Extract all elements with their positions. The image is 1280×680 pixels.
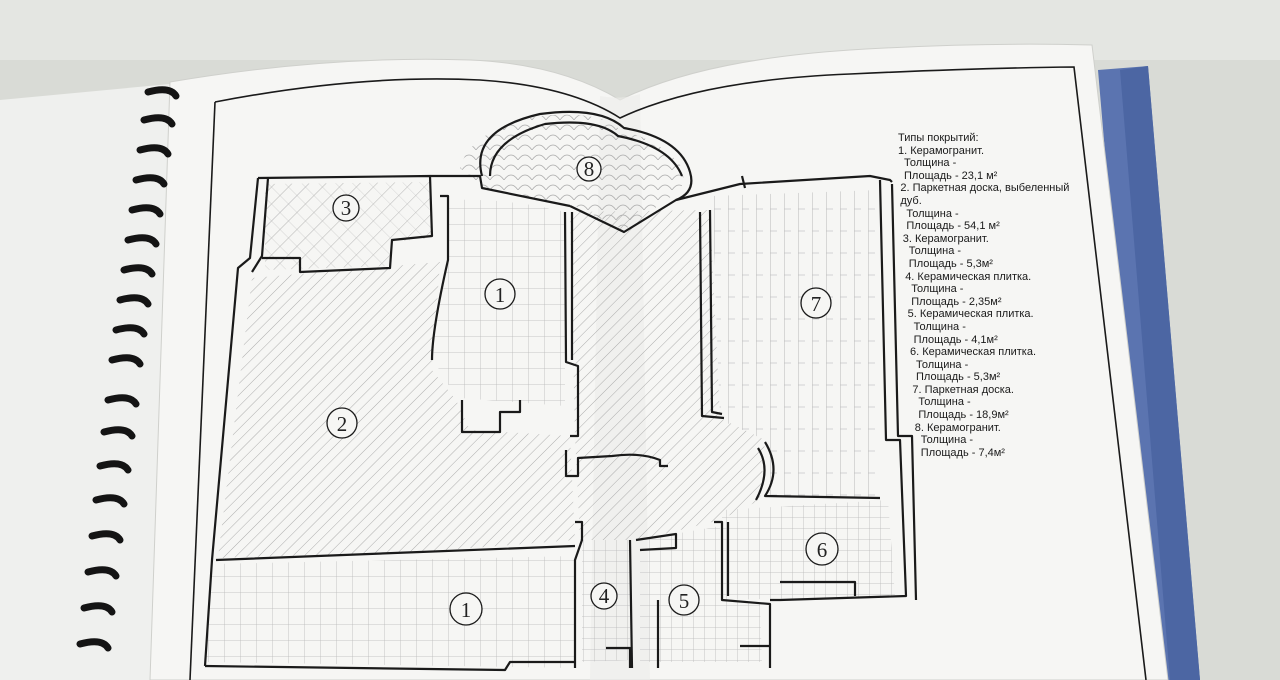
legend-item-thickness: Толщина - bbox=[908, 245, 962, 258]
legend-item: 2. Паркетная доска, выбеленный дуб.Толщи… bbox=[900, 182, 1128, 232]
legend-item-name: 8. Керамогранит. bbox=[914, 421, 1001, 434]
legend-item-name: 1. Керамогранит. bbox=[898, 144, 985, 157]
legend-item-area: Площадь - 18,9м² bbox=[918, 409, 1009, 422]
legend-item-thickness: Толщина - bbox=[918, 396, 971, 409]
svg-text:3: 3 bbox=[341, 196, 352, 220]
svg-text:2: 2 bbox=[337, 412, 348, 436]
drawing-frame bbox=[214, 66, 1147, 680]
legend-item: 1. Керамогранит.Толщина -Площадь - 23,1 … bbox=[898, 145, 1128, 183]
legend-item: 3. Керамогранит.Толщина -Площадь - 5,3м² bbox=[903, 233, 1128, 271]
legend-item: 7. Паркетная доска.Толщина -Площадь - 18… bbox=[912, 384, 1128, 422]
svg-text:1: 1 bbox=[461, 598, 472, 622]
legend-item-area: Площадь - 54,1 м² bbox=[906, 220, 1000, 233]
legend-item: 4. Керамическая плитка.Толщина -Площадь … bbox=[905, 271, 1128, 309]
room-3-label: 3 bbox=[332, 194, 360, 222]
legend-item-name: 4. Керамическая плитка. bbox=[905, 270, 1032, 283]
legend-item-thickness: Толщина - bbox=[913, 320, 966, 333]
room-5-area bbox=[640, 526, 762, 662]
room-1-lower-label: 1 bbox=[449, 592, 483, 626]
legend-title: Типы покрытий: bbox=[898, 132, 979, 144]
legend-item-thickness: Толщина - bbox=[911, 283, 964, 296]
legend-item-area: Площадь - 5,3м² bbox=[916, 371, 1001, 384]
hall-area bbox=[570, 210, 765, 540]
room-1-lower-area bbox=[205, 556, 575, 668]
legend-item-thickness: Толщина - bbox=[906, 207, 959, 220]
floor-covering-legend: Типы покрытий: 1. Керамогранит.Толщина -… bbox=[898, 132, 1128, 459]
legend-item: 5. Керамическая плитка.Толщина -Площадь … bbox=[908, 308, 1128, 346]
room-1-upper-label: 1 bbox=[484, 278, 516, 310]
room-7-area bbox=[712, 190, 878, 498]
walls bbox=[203, 110, 918, 672]
left-page bbox=[0, 84, 180, 680]
legend-item-area: Площадь - 2,35м² bbox=[911, 295, 1002, 308]
legend-item: 8. Керамогранит.Толщина -Площадь - 7,4м² bbox=[915, 422, 1128, 460]
room-6-label: 6 bbox=[805, 532, 839, 566]
legend-item-area: Площадь - 4,1м² bbox=[913, 333, 998, 346]
legend-items: 1. Керамогранит.Толщина -Площадь - 23,1 … bbox=[898, 145, 1128, 460]
legend-item-area: Площадь - 5,3м² bbox=[908, 257, 993, 270]
svg-text:1: 1 bbox=[495, 283, 506, 307]
svg-text:7: 7 bbox=[811, 292, 822, 316]
svg-text:6: 6 bbox=[817, 538, 828, 562]
svg-text:4: 4 bbox=[599, 584, 610, 608]
legend-item-area: Площадь - 7,4м² bbox=[920, 446, 1005, 459]
room-5-label: 5 bbox=[668, 584, 700, 616]
legend-item-name: 5. Керамическая плитка. bbox=[907, 308, 1034, 321]
spiral-binding bbox=[76, 86, 180, 652]
room-8-area bbox=[460, 114, 684, 230]
svg-text:5: 5 bbox=[679, 589, 690, 613]
room-7-label: 7 bbox=[800, 287, 832, 319]
legend-item-name: 3. Керамогранит. bbox=[902, 232, 989, 245]
legend-item-thickness: Толщина - bbox=[916, 358, 969, 371]
room-2-label: 2 bbox=[326, 407, 358, 439]
room-2-area bbox=[218, 262, 575, 558]
svg-text:8: 8 bbox=[584, 157, 595, 181]
legend-item: 6. Керамическая плитка.Толщина -Площадь … bbox=[910, 346, 1128, 384]
legend-item-thickness: Толщина - bbox=[920, 434, 974, 447]
legend-item-name: 2. Паркетная доска, выбеленный дуб. bbox=[900, 182, 1070, 207]
room-8-label: 8 bbox=[576, 156, 602, 182]
legend-item-area: Площадь - 23,1 м² bbox=[904, 169, 998, 182]
legend-item-name: 6. Керамическая плитка. bbox=[910, 346, 1037, 359]
legend-item-name: 7. Паркетная доска. bbox=[912, 383, 1014, 396]
room-3-area bbox=[265, 182, 432, 270]
room-4-label: 4 bbox=[590, 582, 618, 610]
legend-item-thickness: Толщина - bbox=[904, 157, 957, 170]
room-labels: 3 8 1 7 2 6 4 5 1 bbox=[326, 156, 839, 626]
